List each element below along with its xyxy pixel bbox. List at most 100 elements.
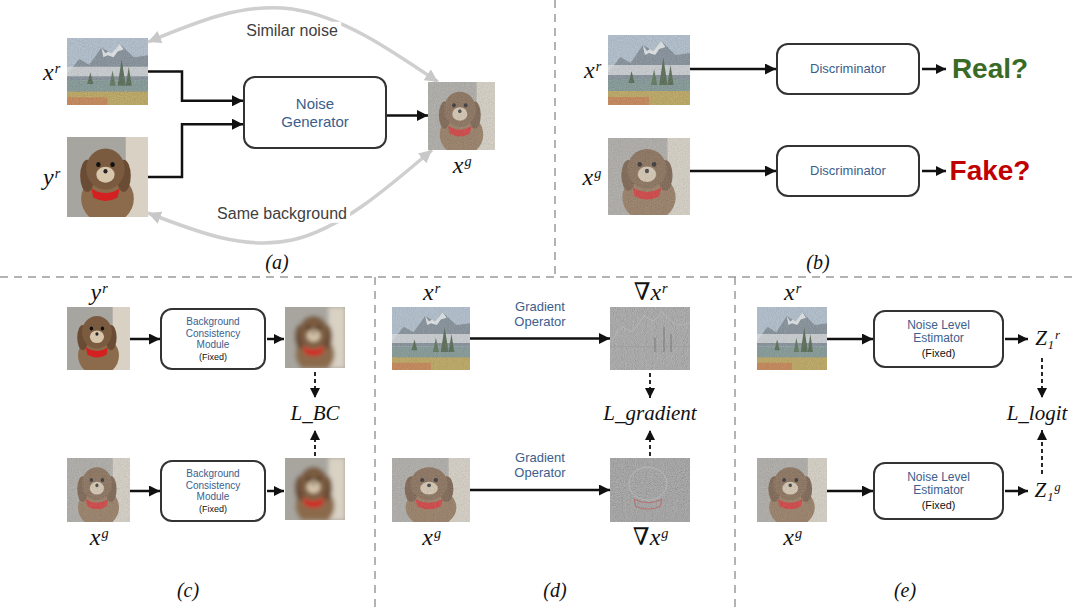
loss-arrow <box>314 430 316 456</box>
image-content <box>67 458 130 522</box>
image-panel: xʳ <box>757 307 827 370</box>
logit-label: Z₁ʳ <box>1035 327 1059 350</box>
process-box: Noise Generator <box>243 76 387 149</box>
image-label: xᵍ <box>422 525 440 549</box>
flow-arrow <box>148 124 243 177</box>
image-content <box>428 82 495 150</box>
flow-arrow <box>827 338 873 341</box>
image-picture <box>757 458 827 522</box>
flow-arrow <box>148 72 243 101</box>
image-label: xᵍ <box>90 525 108 549</box>
image-picture <box>608 35 690 105</box>
image-content <box>610 458 690 522</box>
divider-line <box>734 277 736 609</box>
edge-label: Similar noise <box>243 22 341 40</box>
image-picture <box>757 307 827 370</box>
image-panel: ∇xᵍ <box>610 458 690 522</box>
loss-label: L_logit <box>1007 402 1068 425</box>
output-arrow <box>1005 338 1028 341</box>
image-panel: xᵍ <box>392 458 470 522</box>
divider-line <box>0 276 1074 278</box>
output-arrow <box>922 170 946 173</box>
flow-arrow <box>130 338 160 341</box>
image-content <box>610 307 690 370</box>
panel-label: (c) <box>177 579 199 601</box>
box-text: Noise Generator <box>270 95 360 130</box>
image-content <box>608 35 690 105</box>
image-picture <box>67 38 148 105</box>
blurred-image <box>285 307 345 373</box>
panel-label: (e) <box>894 579 916 601</box>
image-content <box>608 138 690 215</box>
image-panel: yʳ <box>67 137 148 217</box>
image-content <box>757 458 827 522</box>
image-label: ∇xᵍ <box>633 525 667 549</box>
process-box: Noise Level Estimator(Fixed) <box>873 462 1004 520</box>
divider-line <box>554 0 556 277</box>
image-picture <box>67 307 130 370</box>
box-text: Background Consistency Module <box>168 468 258 503</box>
loss-arrow <box>314 372 316 398</box>
process-box: Background Consistency Module(Fixed) <box>160 308 266 370</box>
relation-arc <box>148 150 432 243</box>
image-picture <box>608 138 690 215</box>
flow-arrow <box>690 170 776 173</box>
box-text: Discriminator <box>810 62 886 77</box>
loss-arrow <box>1041 430 1043 474</box>
flow-arrow <box>387 114 428 117</box>
image-label: xᵍ <box>582 165 600 189</box>
loss-arrow <box>649 373 651 398</box>
image-content <box>392 458 470 522</box>
image-panel: xᵍ <box>757 458 827 522</box>
image-content <box>67 137 148 217</box>
output-arrow <box>267 338 284 341</box>
panel-label: (b) <box>806 251 829 273</box>
box-text: Discriminator <box>810 164 886 179</box>
image-label: yʳ <box>91 280 107 304</box>
process-box: Discriminator <box>776 43 920 95</box>
image-picture <box>392 458 470 522</box>
divider-line <box>374 277 376 609</box>
panel-label: (d) <box>543 579 566 601</box>
image-picture <box>428 82 495 150</box>
edge-label: Same background <box>214 205 350 223</box>
image-label: xʳ <box>43 60 59 84</box>
loss-arrow <box>1041 358 1043 398</box>
output-arrow <box>267 490 284 493</box>
image-picture <box>392 307 470 370</box>
loss-label: L_gradient <box>603 402 696 425</box>
image-panel: xʳ <box>608 35 690 105</box>
loss-arrow <box>649 430 651 456</box>
image-panel: xʳ <box>392 307 470 370</box>
blurred-image <box>285 458 345 525</box>
image-picture <box>67 137 148 217</box>
output-arrow <box>922 68 946 71</box>
image-panel: xᵍ <box>67 458 130 522</box>
logit-label: Z₁ᵍ <box>1035 479 1060 502</box>
process-box: Discriminator <box>776 145 920 197</box>
image-content <box>67 38 148 105</box>
image-label: yʳ <box>43 165 59 189</box>
flow-arrow <box>690 68 776 71</box>
box-text: Background Consistency Module <box>168 316 258 351</box>
loss-label: L_BC <box>290 402 339 425</box>
flow-arrow <box>470 337 610 340</box>
box-text: (Fixed) <box>199 352 227 362</box>
box-text: Noise Level Estimator <box>889 319 989 347</box>
flow-arrow <box>827 490 873 493</box>
box-text: Noise Level Estimator <box>889 471 989 499</box>
image-label: xᵍ <box>453 153 471 177</box>
process-box: Background Consistency Module(Fixed) <box>160 460 266 522</box>
image-panel: yʳ <box>67 307 130 370</box>
image-content <box>67 307 130 370</box>
panel-label: (a) <box>265 251 288 273</box>
verdict-label: Fake? <box>950 156 1031 187</box>
image-panel: xᵍ <box>428 82 495 150</box>
box-text: (Fixed) <box>922 499 956 511</box>
edge-label: Gradient Operator <box>492 300 588 330</box>
image-panel: xᵍ <box>608 138 690 215</box>
box-text: (Fixed) <box>922 347 956 359</box>
relation-arc <box>148 8 438 82</box>
